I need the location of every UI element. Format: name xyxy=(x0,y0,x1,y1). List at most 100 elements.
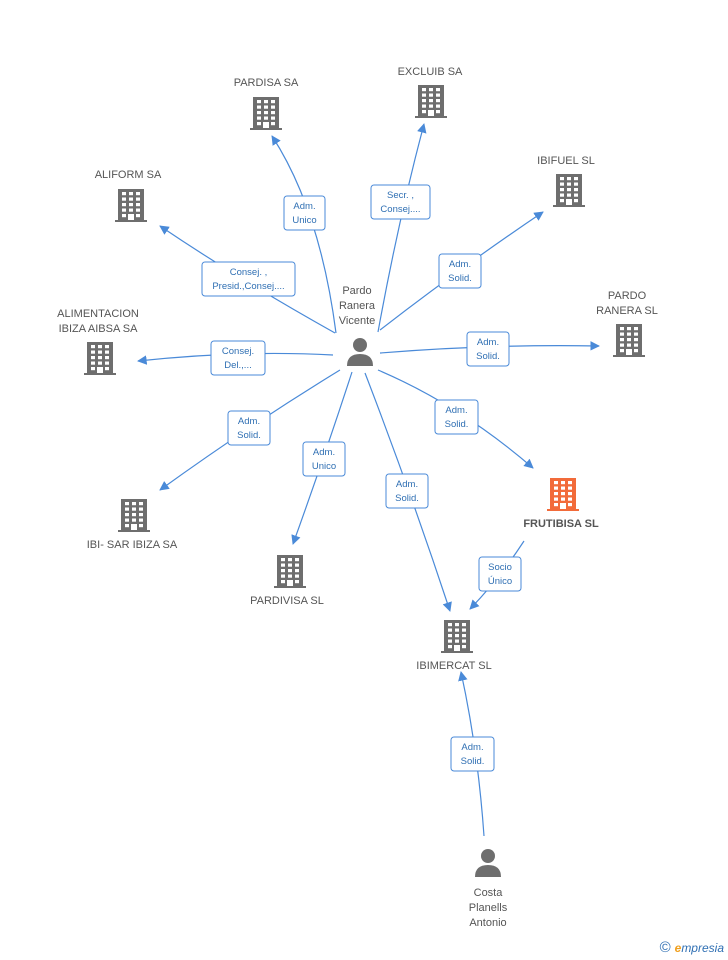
building-icon xyxy=(115,189,147,222)
edge-label-pardo_person-to-ibisar[interactable]: Adm. Solid. xyxy=(227,410,271,446)
edge-label-pardo_person-to-aliform[interactable]: Consej. , Presid.,Consej.... xyxy=(201,261,296,297)
person-icon xyxy=(475,849,501,877)
edge-label-line: Consej. , xyxy=(230,267,268,278)
building-icon xyxy=(84,342,116,375)
edge-label-line: Del.,... xyxy=(224,360,251,371)
company-node-ibisar[interactable]: IBI- SAR IBIZA SA xyxy=(87,499,178,551)
brand-initial: e xyxy=(674,940,682,955)
edge-label-box xyxy=(283,195,326,231)
edges-layer xyxy=(137,123,600,837)
building-icon xyxy=(553,174,585,207)
node-label-line: IBIFUEL SL xyxy=(537,155,595,167)
brand-name: mpresia xyxy=(681,940,724,955)
edge-label-line: Secr. , xyxy=(387,190,414,201)
node-label-line: Ranera xyxy=(339,300,376,312)
edge-label-line: Solid. xyxy=(448,273,472,284)
footer-brand: © empresia xyxy=(660,939,724,956)
edge-label-box xyxy=(385,473,429,509)
edge-label-pardo_person-to-frutibisa[interactable]: Adm. Solid. xyxy=(434,399,479,435)
node-label-line: Planells xyxy=(469,902,508,914)
node-label-line: Vicente xyxy=(339,315,376,327)
node-label-line: IBI- SAR IBIZA SA xyxy=(87,539,178,551)
edge-label-line: Solid. xyxy=(476,351,500,362)
edge-label-pardo_person-to-pardo_ranera_sl[interactable]: Adm. Solid. xyxy=(466,331,510,367)
edge-label-box xyxy=(370,184,431,220)
edge-label-pardo_person-to-alimentacion[interactable]: Consej. Del.,... xyxy=(210,340,266,376)
edge-pardo_person-to-pardisa xyxy=(271,135,337,334)
company-node-pardisa[interactable]: PARDISA SA xyxy=(234,77,299,130)
edge-label-box xyxy=(466,331,510,367)
node-label-line: PARDO xyxy=(608,290,647,302)
node-label-line: EXCLUIB SA xyxy=(398,66,463,78)
edge-label-line: Unico xyxy=(312,461,336,472)
building-icon xyxy=(250,97,282,130)
edge-label-box xyxy=(434,399,479,435)
edge-label-line: Presid.,Consej.... xyxy=(212,281,284,292)
edge-label-box xyxy=(302,441,346,477)
edge-label-costa_person-to-ibimercat[interactable]: Adm. Solid. xyxy=(450,736,495,772)
node-label-line: ALIFORM SA xyxy=(95,169,162,181)
building-icon xyxy=(118,499,150,532)
edge-pardo_person-to-excluib xyxy=(377,123,427,333)
edge-label-pardo_person-to-pardivisa[interactable]: Adm. Unico xyxy=(302,441,346,477)
edge-labels-layer: Adm. Unico Secr. , Consej.... Adm. Solid. Cons… xyxy=(201,184,522,772)
nodes-layer: PARDISA SA EXCLUIB SA IBIFUEL SL ALIFORM SA… xyxy=(57,66,658,929)
edge-label-line: Unico xyxy=(292,215,316,226)
node-label-line: Pardo xyxy=(342,285,371,297)
building-icon xyxy=(441,620,473,653)
edge-label-line: Adm. xyxy=(445,405,467,416)
node-label-line: RANERA SL xyxy=(596,305,658,317)
edge-label-pardo_person-to-pardisa[interactable]: Adm. Unico xyxy=(283,195,326,231)
company-node-pardivisa[interactable]: PARDIVISA SL xyxy=(250,555,324,607)
edge-label-line: Adm. xyxy=(238,416,260,427)
edge-label-pardo_person-to-ibimercat[interactable]: Adm. Solid. xyxy=(385,473,429,509)
building-icon xyxy=(547,478,579,511)
node-label-line: ALIMENTACION xyxy=(57,308,139,320)
building-icon xyxy=(274,555,306,588)
brand-logo[interactable]: empresia xyxy=(675,941,724,955)
building-icon xyxy=(613,324,645,357)
edge-label-box xyxy=(210,340,266,376)
edge-label-box xyxy=(201,261,296,297)
edge-label-line: Adm. xyxy=(449,259,471,270)
node-label-line: IBIZA AIBSA SA xyxy=(59,323,139,335)
edge-label-line: Adm. xyxy=(477,337,499,348)
edge-label-line: Adm. xyxy=(461,742,483,753)
edge-label-line: Solid. xyxy=(237,430,261,441)
edge-label-line: Socio xyxy=(488,562,512,573)
edge-label-pardo_person-to-ibifuel[interactable]: Adm. Solid. xyxy=(438,253,482,289)
company-node-aliform[interactable]: ALIFORM SA xyxy=(95,169,162,222)
company-node-excluib[interactable]: EXCLUIB SA xyxy=(398,66,463,118)
node-label-line: IBIMERCAT SL xyxy=(416,660,491,672)
edge-label-line: Único xyxy=(488,576,512,587)
edge-label-line: Solid. xyxy=(461,756,485,767)
company-node-pardo_ranera_sl[interactable]: PARDO RANERA SL xyxy=(596,290,658,357)
edge-label-line: Adm. xyxy=(396,479,418,490)
edge-label-line: Consej. xyxy=(222,346,254,357)
edge-label-box xyxy=(438,253,482,289)
edge-label-box xyxy=(227,410,271,446)
copyright-icon: © xyxy=(659,939,671,956)
node-label-line: Costa xyxy=(474,887,504,899)
edge-label-line: Adm. xyxy=(313,447,335,458)
edge-label-line: Solid. xyxy=(395,493,419,504)
edge-label-box xyxy=(450,736,495,772)
company-node-ibimercat[interactable]: IBIMERCAT SL xyxy=(416,620,492,672)
building-icon xyxy=(415,85,447,118)
edge-label-line: Adm. xyxy=(293,201,315,212)
node-label-line: PARDIVISA SL xyxy=(250,595,324,607)
edge-label-pardo_person-to-excluib[interactable]: Secr. , Consej.... xyxy=(370,184,431,220)
company-node-frutibisa[interactable]: FRUTIBISA SL xyxy=(523,478,599,530)
node-label-line: Antonio xyxy=(469,917,506,929)
node-label-line: FRUTIBISA SL xyxy=(523,518,599,530)
company-node-ibifuel[interactable]: IBIFUEL SL xyxy=(537,155,595,207)
person-icon xyxy=(347,338,373,366)
edge-label-box xyxy=(478,556,522,592)
edge-label-line: Consej.... xyxy=(380,204,420,215)
company-node-alimentacion[interactable]: ALIMENTACION IBIZA AIBSA SA xyxy=(57,308,139,375)
edge-label-line: Solid. xyxy=(445,419,469,430)
